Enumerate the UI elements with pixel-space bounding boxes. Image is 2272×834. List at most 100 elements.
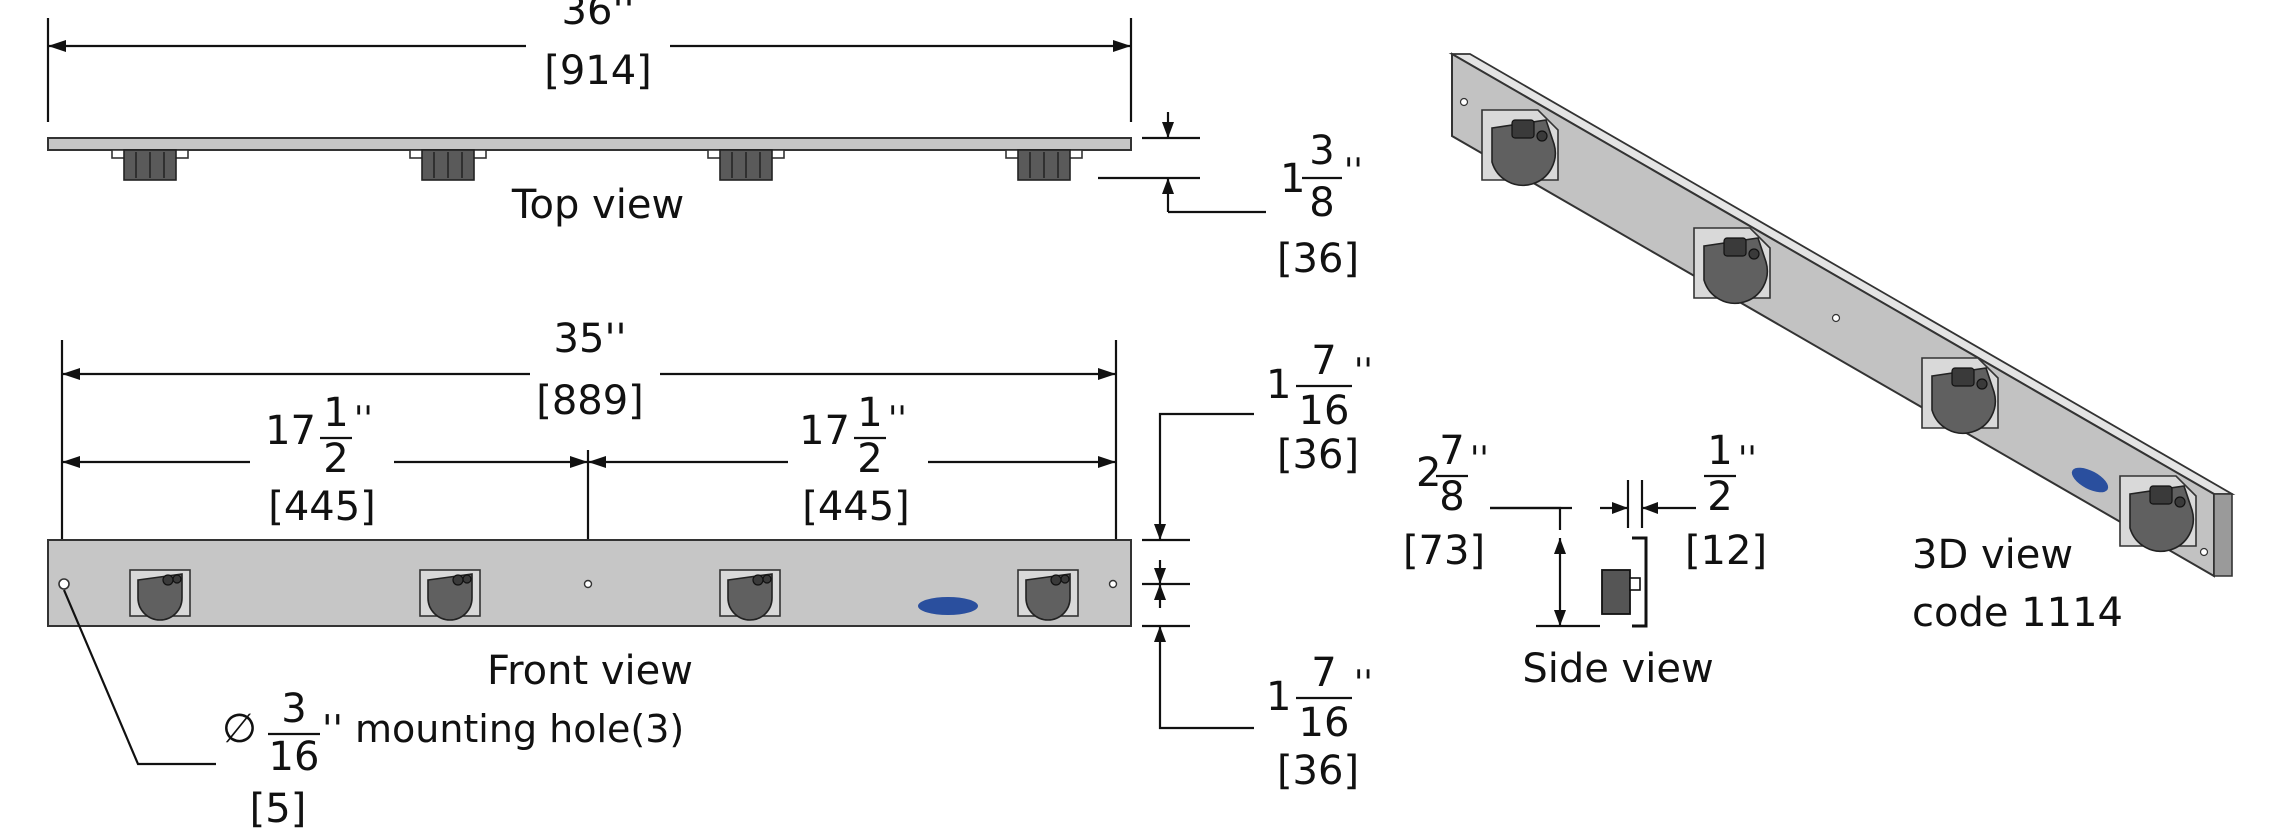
diameter-symbol: ∅ [222,706,257,752]
iso-view: 3D view code 1114 [1448,52,2236,636]
top-hook [707,149,785,181]
arrowhead [1554,610,1566,626]
mounting-hole [1459,97,1469,107]
side-height-whole: 2 [1416,450,1441,496]
side-view: 2 7 8 '' [73] 1 2 '' [12] Side view [1403,428,1767,692]
hole-num: 3 [281,686,306,732]
arrowhead [62,456,80,468]
top-hook [111,149,189,181]
side-view-label: Side view [1522,646,1713,692]
top-width-mm: [914] [544,48,652,94]
side-thick-mm: [12] [1685,528,1767,574]
arrowhead [1154,568,1166,584]
arrowhead [1162,178,1174,194]
front-hook [129,569,191,621]
front-top-mm: [36] [1277,432,1359,478]
front-half-right-unit: '' [888,399,907,439]
arrowhead [588,456,606,468]
front-half-right-whole: 17 [799,408,850,454]
mounting-hole [58,578,70,590]
front-bottom-den: 16 [1299,700,1350,746]
front-width-inches: 35'' [554,316,627,362]
hole-leader [62,589,216,766]
side-thick-num: 1 [1707,428,1732,474]
side-thick-unit: '' [1738,439,1757,479]
front-hook [1017,569,1079,621]
front-top-leader [1158,412,1254,540]
front-top-num: 7 [1311,338,1336,384]
brand-logo [918,597,978,615]
hole-callout-text: '' mounting hole(3) [322,707,684,751]
top-depth-mm: [36] [1277,236,1359,282]
front-hook [719,569,781,621]
iso-label-line2: code 1114 [1912,590,2123,636]
front-bottom-num: 7 [1311,650,1336,696]
arrowhead [62,368,80,380]
mounting-hole [583,579,593,589]
arrowhead [1554,538,1566,554]
side-bracket-profile [1632,536,1648,628]
arrowhead [1612,502,1628,514]
iso-label-line1: 3D view [1912,532,2073,578]
mounting-hole [1108,579,1118,589]
side-hook-tab [1629,577,1641,591]
arrowhead [1154,626,1166,642]
top-depth-whole: 1 [1280,156,1305,202]
front-half-left-whole: 17 [265,408,316,454]
front-bottom-mm: [36] [1277,748,1359,794]
mounting-hole [1831,313,1841,323]
top-hook [409,149,487,181]
iso-plate-end [2213,493,2233,577]
arrowhead [1098,368,1116,380]
iso-hook [1693,227,1771,305]
front-half-left-unit: '' [354,399,373,439]
arrowhead [1154,584,1166,600]
side-height-num: 7 [1439,428,1464,474]
side-height-den: 8 [1439,474,1464,520]
front-width-mm: [889] [536,378,644,424]
front-bottom-unit: '' [1354,663,1373,703]
front-half-right-num: 1 [857,390,882,436]
top-plate [47,137,1132,151]
top-depth-den: 8 [1309,180,1334,226]
side-height-mm: [73] [1403,528,1485,574]
top-view-label: Top view [511,182,684,228]
iso-hook [1921,357,1999,435]
mounting-hole [2199,547,2209,557]
arrowhead [1098,456,1116,468]
brand-logo [2071,467,2109,493]
top-depth-unit: '' [1344,151,1363,191]
arrowhead [1113,40,1131,52]
iso-plate-face [1451,52,2215,578]
front-view-label: Front view [487,648,693,694]
front-half-right-den: 2 [857,436,882,482]
hole-mm: [5] [250,786,307,832]
arrowhead [1154,524,1166,540]
top-width-inches: 36'' [562,0,635,34]
side-hook [1601,569,1631,615]
front-half-left-num: 1 [323,390,348,436]
front-view: 35'' [889] 17 1 2 '' [445] 17 1 2 '' [44… [47,316,1373,832]
top-view: 36'' [914] Top view 1 3 8 '' [36] [46,0,1363,282]
front-half-left-den: 2 [323,436,348,482]
iso-hook [1481,109,1559,187]
top-depth-num: 3 [1309,128,1334,174]
hole-den: 16 [269,734,320,780]
arrowhead [48,40,66,52]
arrowhead [570,456,588,468]
top-hook [1005,149,1083,181]
side-height-unit: '' [1470,439,1489,479]
front-bottom-leader [1158,626,1254,730]
side-thick-den: 2 [1707,474,1732,520]
arrowhead [1162,122,1174,138]
front-hook [419,569,481,621]
side-height-leader [1490,506,1562,530]
front-bottom-whole: 1 [1266,674,1291,720]
arrowhead [1642,502,1658,514]
front-top-den: 16 [1299,388,1350,434]
front-top-unit: '' [1354,351,1373,391]
front-top-whole: 1 [1266,362,1291,408]
front-half-left-mm: [445] [268,484,376,530]
iso-hook [2119,475,2197,553]
